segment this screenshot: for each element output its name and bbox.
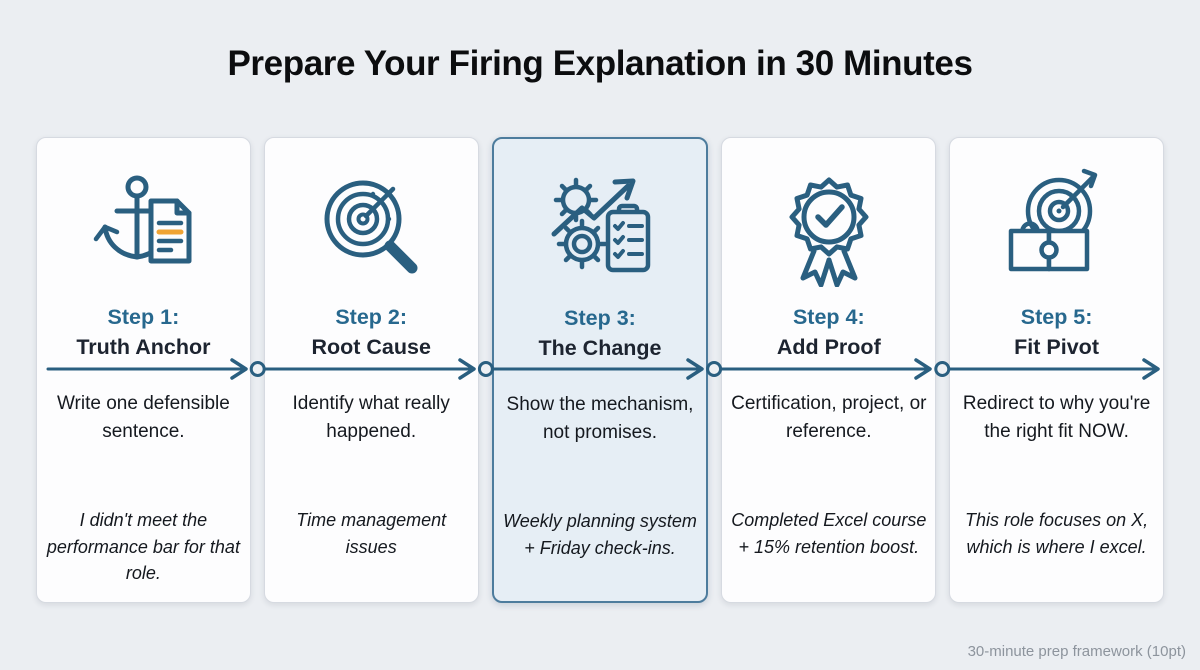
steps-row: Step 1: Truth Anchor Write one defensibl… xyxy=(36,137,1164,603)
step-name-label: Truth Anchor xyxy=(76,335,211,360)
step-name-label: Root Cause xyxy=(311,335,431,360)
step-name-label: Add Proof xyxy=(776,335,881,360)
step-card-the-change: Step 3: The Change Show the mechanism, n… xyxy=(491,137,709,603)
step-description: Write one defensible sentence. xyxy=(56,393,230,442)
step-description: Certification, project, or reference. xyxy=(731,393,927,442)
target-arrow-puzzle-icon xyxy=(1008,168,1097,272)
step-number-label: Step 2: xyxy=(335,305,408,329)
step-description: Redirect to why you're the right fit NOW… xyxy=(962,393,1151,442)
magnifier-target-icon xyxy=(324,180,418,274)
step-example: Completed Excel course + 15% retention b… xyxy=(731,510,927,557)
step-number-label: Step 3: xyxy=(564,306,636,330)
step-card-root-cause: Step 2: Root Cause Identify what really … xyxy=(263,137,479,603)
step-card-fit-pivot: Step 5: Fit Pivot Redirect to why you're… xyxy=(949,137,1164,603)
page-title: Prepare Your Firing Explanation in 30 Mi… xyxy=(227,44,973,83)
step-name-label: The Change xyxy=(538,336,662,361)
step-number-label: Step 1: xyxy=(107,305,180,329)
step-number-label: Step 4: xyxy=(792,305,865,329)
step-name-label: Fit Pivot xyxy=(1014,335,1099,360)
step-example: This role focuses on X, which is where I… xyxy=(965,510,1149,557)
step-number-label: Step 5: xyxy=(1020,305,1093,329)
step-description: Show the mechanism, not promises. xyxy=(506,394,694,443)
step-title: Step 5: Fit Pivot xyxy=(1014,302,1099,362)
step-card-add-proof: Step 4: Add Proof Certification, project… xyxy=(721,137,937,603)
step-example: Weekly planning system + Friday check-in… xyxy=(503,511,697,558)
step-card-truth-anchor: Step 1: Truth Anchor Write one defensibl… xyxy=(36,137,251,603)
step-title: Step 4: Add Proof xyxy=(777,302,881,362)
award-ribbon-icon xyxy=(789,177,869,287)
step-description: Identify what really happened. xyxy=(292,393,450,442)
step-title: Step 1: Truth Anchor xyxy=(76,302,210,362)
step-title: Step 2: Root Cause xyxy=(311,302,430,362)
step-example: I didn't meet the performance bar for th… xyxy=(46,510,240,584)
step-title: Step 3: The Change xyxy=(538,303,661,363)
gears-growth-checklist-icon xyxy=(551,177,651,273)
step-example: Time management issues xyxy=(296,510,447,557)
footer-note: 30-minute prep framework (10pt) xyxy=(967,643,1186,660)
anchor-document-icon xyxy=(94,175,192,264)
